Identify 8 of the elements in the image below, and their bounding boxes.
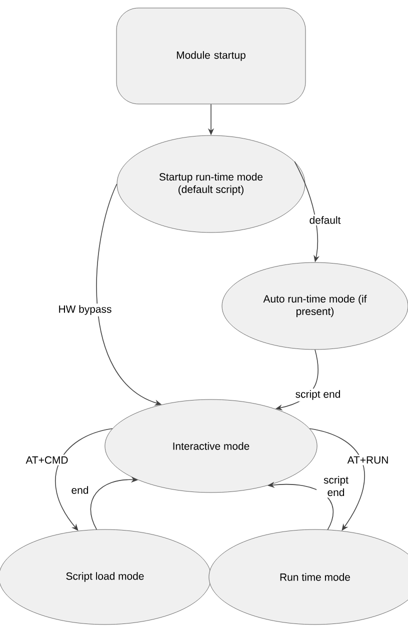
edge-label: AT+RUN [346,454,390,466]
edge-label: HW bypass [56,304,114,316]
edge-label: end [70,484,90,496]
edge-label: default [308,214,342,226]
edge-label: script end [316,474,356,498]
edge-label: AT+CMD [24,454,70,466]
rounded-box: Module startup [116,8,306,104]
edge-label: script end [294,388,342,402]
